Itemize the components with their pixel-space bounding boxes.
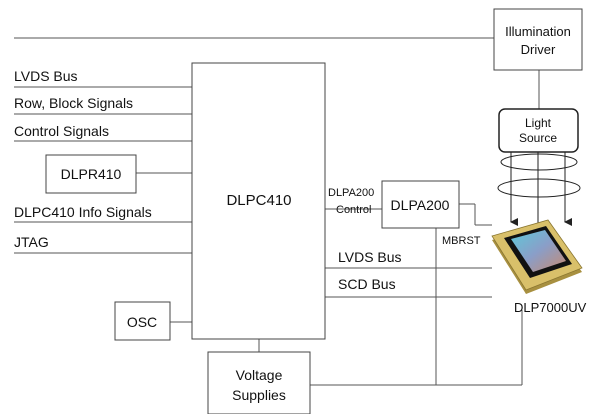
- lvds-bus-in-label: LVDS Bus: [14, 68, 78, 84]
- lvds-bus-out-label: LVDS Bus: [338, 249, 402, 265]
- dlpr410-box: [45, 154, 137, 194]
- osc-label: OSC: [127, 314, 157, 330]
- dlpc410-box: [191, 62, 326, 340]
- illumination-driver-label-1: Illumination: [505, 24, 571, 39]
- dmd-label: DLP7000UV: [514, 300, 587, 315]
- light-source-label-2: Source: [519, 131, 557, 145]
- dlpa200-control-label-1: DLPA200: [328, 187, 374, 199]
- dlpa200-box: [381, 180, 460, 229]
- dmd-chip: [491, 219, 583, 294]
- light-source-label-1: Light: [525, 116, 552, 130]
- dlpa200-label: DLPA200: [391, 197, 450, 213]
- lens-lower: [497, 178, 581, 198]
- dlpr410-label: DLPR410: [61, 166, 122, 182]
- control-signals-label: Control Signals: [14, 123, 109, 139]
- osc-box: [114, 301, 171, 341]
- scd-bus-label: SCD Bus: [338, 276, 396, 292]
- dmd-mirror-array: [511, 230, 566, 272]
- optics: [497, 152, 581, 229]
- dlpc410-label: DLPC410: [226, 192, 291, 209]
- voltage-supplies-label-2: Supplies: [232, 387, 286, 403]
- dlpa200-control-label-2: Control: [336, 204, 371, 216]
- voltage-supplies-box: [207, 351, 311, 414]
- info-signals-label: DLPC410 Info Signals: [14, 204, 152, 220]
- row-block-label: Row, Block Signals: [14, 95, 133, 111]
- illumination-driver-box: [493, 8, 583, 71]
- mbrst-label: MBRST: [442, 235, 481, 247]
- connection-lines: [14, 37, 540, 386]
- lens-upper: [500, 153, 578, 171]
- illumination-driver-label-2: Driver: [521, 42, 556, 57]
- jtag-label: JTAG: [14, 234, 49, 250]
- voltage-supplies-label-1: Voltage: [236, 367, 283, 383]
